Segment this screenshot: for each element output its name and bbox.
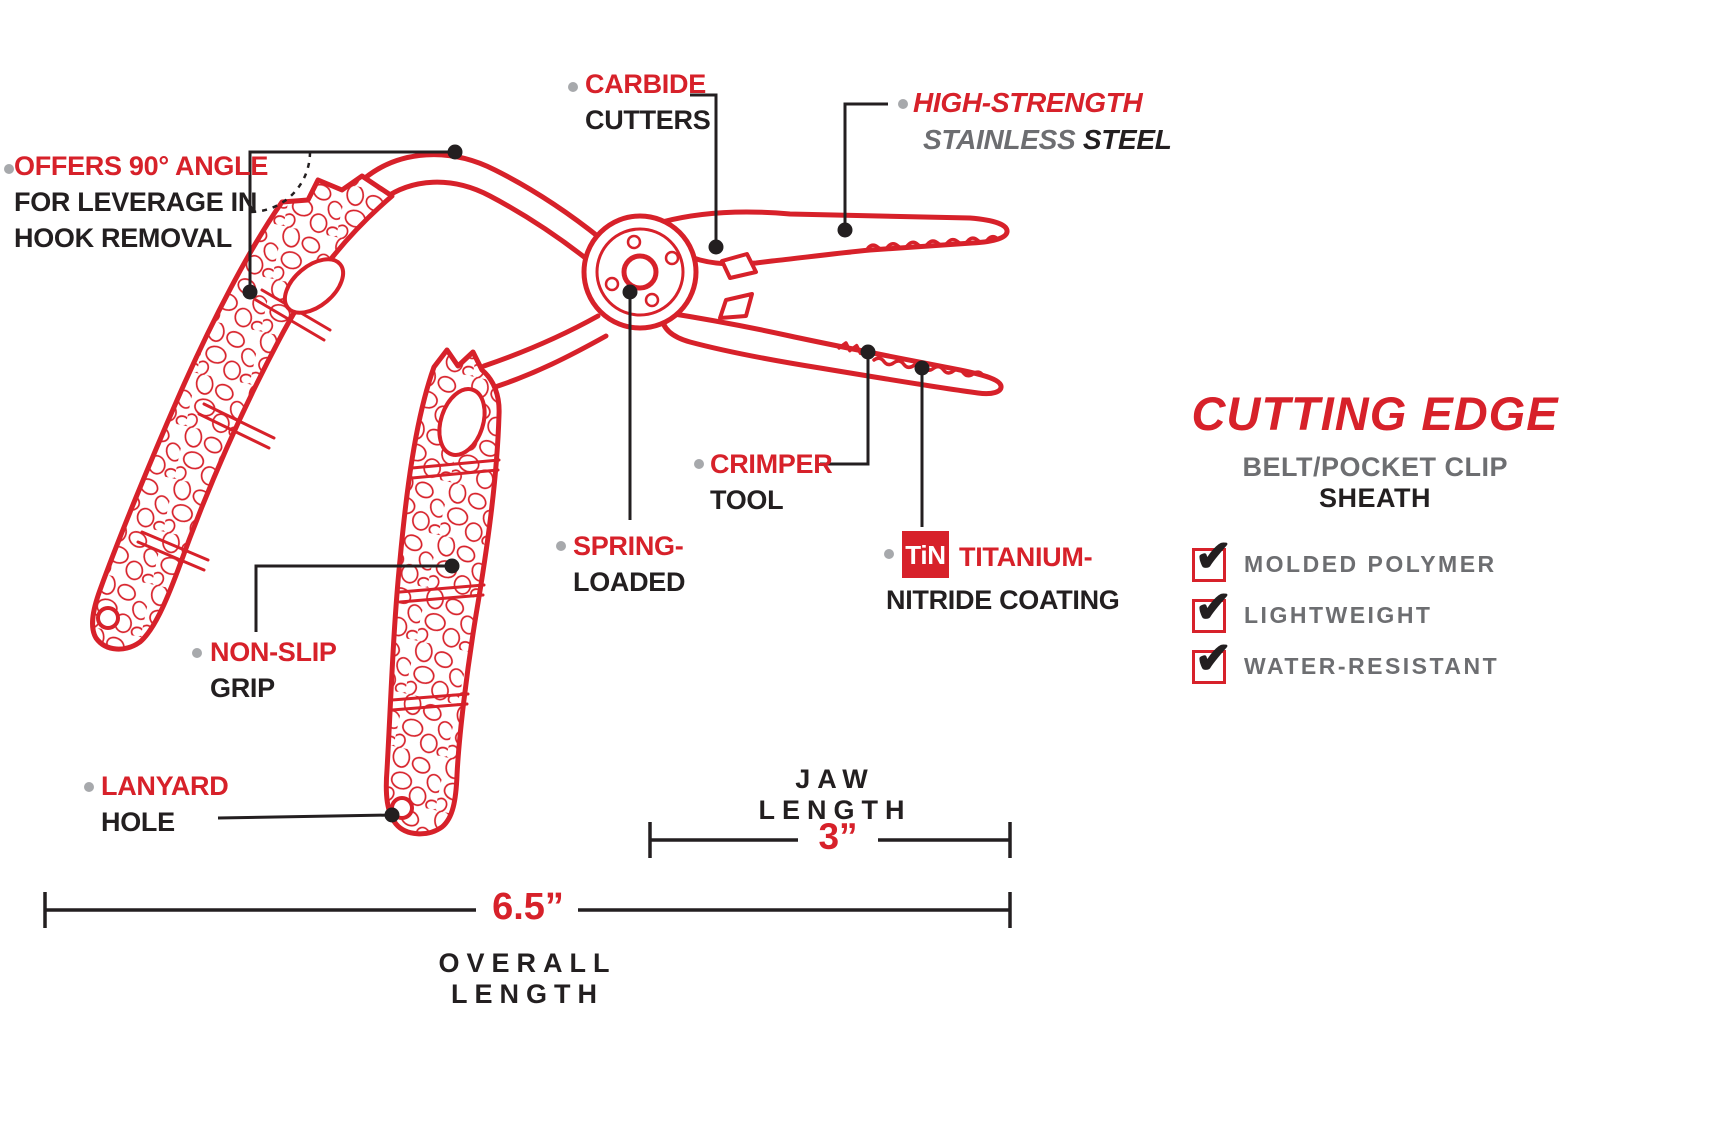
feature-label: MOLDED POLYMER [1244,551,1497,577]
crimper-bullet [694,459,704,469]
sheath-title: CUTTING EDGE [1191,387,1559,440]
sheath-subtitle-b: SHEATH [1318,483,1431,513]
carbide-label: CARBIDE CUTTERS [585,66,711,138]
checkbox [1192,650,1226,684]
non-slip-bullet [192,648,202,658]
carbide-label-line1: CARBIDE [585,69,706,99]
spring-label-line2: LOADED [573,567,686,597]
pliers-drawing [90,152,1010,837]
jaw-length-dimension [648,822,1012,858]
checkmark-icon: ✔ [1195,532,1232,581]
grip-2-thumb-hole [437,387,487,457]
angle-bullet [4,164,14,174]
lower-handle-arm [481,313,609,391]
spring-bullet [556,541,566,551]
angle-label: OFFERS 90° ANGLE FOR LEVERAGE IN HOOK RE… [14,148,268,256]
tin-label: TiN TITANIUM- NITRIDE COATING [886,531,1120,618]
lanyard-label: LANYARD HOLE [101,768,229,840]
angle-label-line2: FOR LEVERAGE IN [14,187,258,217]
angle-label-line3: HOOK REMOVAL [14,223,232,253]
spring-label-line1: SPRING- [573,531,684,561]
grip-2 [383,347,502,837]
crimper-label-line1: CRIMPER [710,449,833,479]
lanyard-label-line2: HOLE [101,807,175,837]
non-slip-label: NON-SLIP GRIP [210,634,337,706]
checkbox [1192,548,1226,582]
overall-length-label: OVERALL LENGTH [438,948,617,1009]
overall-length-value: 6.5” [492,886,564,928]
crimper-label-line2: TOOL [710,485,784,515]
tin-bullet [884,549,894,559]
tin-row: TiN TITANIUM- [902,531,1120,578]
lanyard-bullet [84,782,94,792]
grip-1-thumb-hole [282,257,346,315]
grip-1 [90,173,395,652]
sheath-subtitle-a: BELT/POCKET CLIP [1242,452,1508,482]
lanyard-label-line1: LANYARD [101,771,229,801]
jaw-length-value: 3” [818,816,858,857]
stainless-text: STAINLESS [923,124,1076,155]
non-slip-label-line2: GRIP [210,673,275,703]
checkmark-icon: ✔ [1195,634,1232,683]
carbide-bullet [568,82,578,92]
upper-jaw-serrations [866,235,1000,252]
feature-label: LIGHTWEIGHT [1244,602,1433,628]
crimper-label: CRIMPER TOOL [710,446,833,518]
checkbox [1192,599,1226,633]
high-strength-label: HIGH-STRENGTH STAINLESS STEEL [913,84,1172,158]
non-slip-label-line1: NON-SLIP [210,637,337,667]
jaw-length-label: JAW LENGTH [758,764,912,825]
callout-dots [242,144,930,823]
angle-label-line1: OFFERS 90° ANGLE [14,151,269,181]
tin-label-line1: TITANIUM- [959,542,1093,572]
pivot [581,213,699,331]
cutter-notch-lower [718,292,754,320]
carbide-label-line2: CUTTERS [585,105,711,135]
lower-jaw [659,292,1004,397]
feature-row-water-resistant: ✔ WATER-RESISTANT [1192,634,1612,684]
dimension-lines [43,822,1012,928]
feature-label: WATER-RESISTANT [1244,653,1500,679]
grip-2-bands [390,458,501,712]
tin-label-line2: NITRIDE COATING [886,585,1120,615]
steel-text: STEEL [1082,124,1172,155]
angle-arc [249,151,312,214]
callout-lines [217,93,930,823]
spring-label: SPRING- LOADED [573,528,686,600]
upper-jaw [659,209,1010,280]
upper-handle-arm [362,152,603,263]
tin-badge: TiN [902,531,949,578]
feature-row-molded-polymer: ✔ MOLDED POLYMER [1192,532,1612,582]
high-strength-line1: HIGH-STRENGTH [913,87,1143,118]
overall-length-dimension [43,892,1012,928]
feature-row-lightweight: ✔ LIGHTWEIGHT [1192,583,1612,633]
checkmark-icon: ✔ [1195,583,1232,632]
lanyard-hole-1 [96,606,120,630]
cutter-notch-upper [720,252,758,280]
sheath-subtitle: BELT/POCKET CLIP SHEATH [1185,452,1565,514]
high-strength-line2: STAINLESS STEEL [923,121,1172,158]
high-strength-bullet [898,99,908,109]
